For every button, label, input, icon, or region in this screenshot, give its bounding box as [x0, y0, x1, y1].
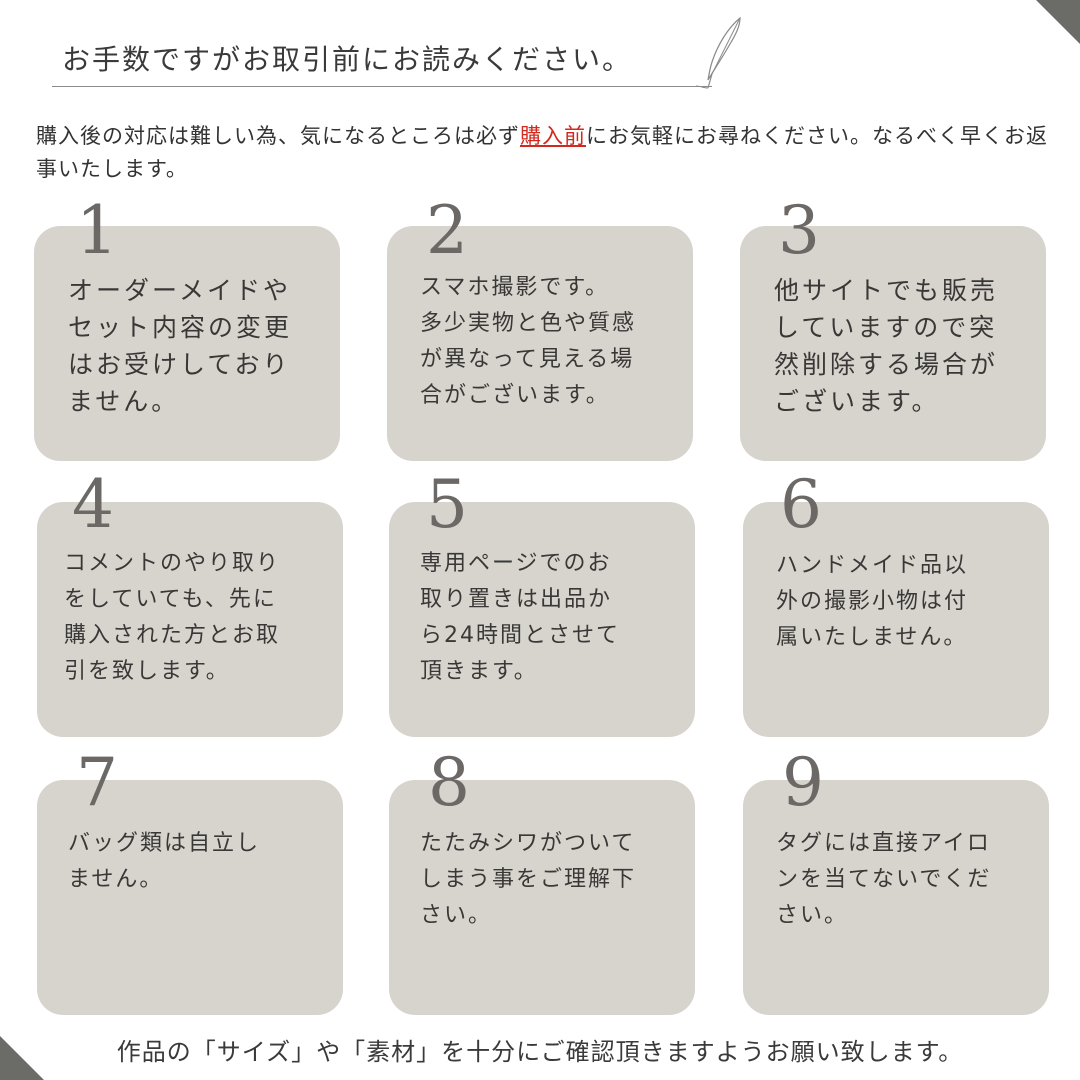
intro-text-after: にお気軽にお尋ねください。なるべく早くお返事いたします。 — [36, 124, 1048, 181]
card-text-8: たたみシワがついて しまう事をご理解下 さい。 — [420, 831, 637, 928]
corner-accent-top-right — [1036, 0, 1080, 44]
notice-card-8 — [389, 780, 695, 1015]
intro-text-before: 購入後の対応は難しい為、気になるところは必ず — [36, 124, 520, 148]
card-number-1: 1 — [76, 192, 118, 269]
notice-card-5 — [389, 502, 695, 737]
notice-card-9 — [743, 780, 1049, 1015]
card-text-4: コメントのやり取り をしていても、先に 購入された方とお取 引を致します。 — [64, 551, 281, 684]
card-text-9: タグには直接アイロ ンを当てないでくだ さい。 — [776, 831, 992, 928]
card-number-6: 6 — [780, 466, 822, 543]
notice-card-4 — [37, 502, 343, 737]
card-number-9: 9 — [782, 744, 824, 821]
card-number-5: 5 — [426, 466, 468, 543]
card-number-3: 3 — [778, 192, 820, 269]
card-text-3: 他サイトでも販売 していますので突 然削除する場合が ございます。 — [774, 276, 999, 416]
card-text-6: ハンドメイド品以 外の撮影小物は付 属いたしません。 — [776, 553, 969, 650]
card-text-2: スマホ撮影です。 多少実物と色や質感 が異なって見える場 合がございます。 — [420, 275, 637, 408]
card-number-7: 7 — [76, 744, 118, 821]
notice-card-7 — [37, 780, 343, 1015]
page-title: お手数ですがお取引前にお読みください。 — [62, 43, 633, 76]
notice-card-3 — [740, 226, 1046, 461]
card-number-8: 8 — [428, 744, 470, 821]
card-number-2: 2 — [426, 192, 468, 269]
notice-card-1 — [34, 226, 340, 461]
card-number-4: 4 — [72, 466, 114, 543]
notice-card-6 — [743, 502, 1049, 737]
card-text-5: 専用ページでのお 取り置きは出品か ら24時間とさせて 頂きます。 — [420, 551, 620, 684]
card-text-7: バッグ類は自立し ません。 — [68, 831, 261, 892]
corner-accent-bottom-left — [0, 1036, 44, 1080]
quill-pen-icon — [695, 16, 741, 89]
intro-highlight: 購入前 — [520, 124, 586, 148]
title-underline — [52, 86, 712, 87]
intro-text: 購入後の対応は難しい為、気になるところは必ず購入前にお気軽にお尋ねください。なる… — [36, 120, 1051, 186]
card-text-1: オーダーメイドや セット内容の変更 はお受けしており ません。 — [68, 276, 293, 416]
notice-card-2 — [387, 226, 693, 461]
footer-note: 作品の「サイズ」や「素材」を十分にご確認頂きますようお願い致します。 — [116, 1038, 964, 1066]
